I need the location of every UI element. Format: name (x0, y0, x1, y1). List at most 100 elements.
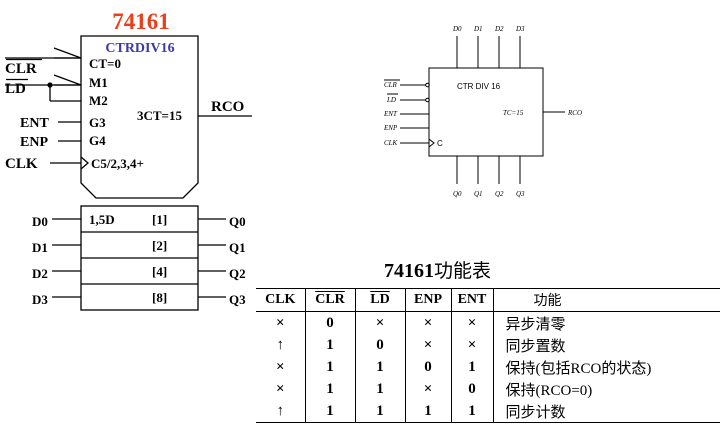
cell-clr: 0 (305, 311, 356, 334)
header-function: 功能 (493, 288, 720, 312)
table-row: × 1 1 × 0 保持(RCO=0) (256, 378, 720, 400)
right-in-ent: ENT (383, 110, 398, 118)
function-table-header: CLK CLR LD ENP ENT 功能 (256, 288, 720, 312)
right-out-q0: Q0 (453, 190, 462, 198)
header-enp: ENP (405, 288, 452, 312)
block-name: CTRDIV16 (105, 41, 174, 56)
data-qualifier-1: [1] (152, 212, 167, 227)
output-q3: Q3 (229, 292, 246, 307)
clk-label: CLK (5, 156, 38, 172)
enp-label: ENP (20, 135, 48, 150)
header-clk: CLK (256, 288, 306, 312)
cell-function: 保持(RCO=0) (505, 382, 593, 399)
function-table-title: 74161功能表 (384, 256, 491, 283)
ent-label: ENT (20, 116, 49, 131)
right-block-name: CTR DIV 16 (457, 82, 501, 91)
qualifier-m1: M1 (89, 75, 108, 90)
cell-clr: 1 (305, 334, 356, 356)
function-table: CLK CLR LD ENP ENT 功能 × 0 × × × 异步清零 ↑ 1… (256, 288, 720, 423)
cell-clk: ↑ (256, 400, 306, 423)
control-block-outline (80, 35, 199, 199)
right-clock-label: C (437, 139, 443, 148)
right-in-ld: LD (386, 96, 396, 104)
table-row: ↑ 1 1 1 1 同步计数 (256, 400, 720, 423)
ld-junction-dot (47, 82, 53, 88)
data-qualifier-load: 1,5D (89, 212, 115, 227)
qualifier-ct0: CT=0 (89, 56, 121, 71)
cell-function: 同步置数 (505, 338, 566, 355)
data-input-d3: D3 (32, 292, 48, 307)
right-out-q2: Q2 (495, 190, 504, 198)
part-number: 74161 (112, 9, 170, 34)
cell-ent: 1 (451, 356, 494, 378)
clr-label: CLR (5, 61, 37, 77)
carry-condition: 3CT=15 (137, 108, 182, 123)
function-table-title-code: 74161 (384, 260, 434, 282)
cell-function: 同步计数 (493, 400, 720, 423)
table-row: ↑ 1 0 × × 同步置数 (256, 334, 720, 356)
cell-ld: × (355, 311, 406, 334)
qualifier-m2: M2 (89, 93, 108, 108)
cell-function: 保持(包括RCO的状态) (505, 360, 652, 377)
cell-clk: ↑ (256, 334, 306, 356)
header-clr: CLR (305, 288, 356, 312)
cell-ent: 0 (451, 378, 494, 400)
right-top-d1: D1 (473, 25, 483, 33)
cell-ent: × (451, 334, 494, 356)
cell-clr: 1 (305, 356, 356, 378)
cell-ld: 1 (355, 378, 406, 400)
right-top-d3: D3 (515, 25, 525, 33)
right-top-d2: D2 (494, 25, 504, 33)
rco-label: RCO (211, 99, 244, 115)
right-carry-condition: TC=15 (503, 109, 524, 117)
output-q1: Q1 (229, 240, 246, 255)
cell-enp: 1 (405, 400, 452, 423)
qualifier-clock: C5/2,3,4+ (91, 156, 144, 171)
clock-arrow (80, 156, 89, 170)
ld-label: LD (5, 81, 26, 97)
right-in-clk: CLK (384, 139, 398, 147)
right-clock-arrow (428, 138, 435, 148)
header-ld: LD (355, 288, 406, 312)
data-qualifier-4: [4] (152, 264, 167, 279)
cell-ld: 0 (355, 334, 406, 356)
ld-negation-triangle (53, 74, 82, 86)
data-input-d0: D0 (32, 214, 48, 229)
table-row: × 0 × × × 异步清零 (256, 311, 720, 334)
cell-enp: 0 (405, 356, 452, 378)
cell-ent: 1 (451, 400, 494, 423)
output-q0: Q0 (229, 214, 246, 229)
right-top-d0: D0 (452, 25, 462, 33)
qualifier-g4: G4 (89, 133, 106, 148)
cell-clk: × (256, 356, 306, 378)
right-ld-bubble (425, 97, 430, 103)
data-input-d2: D2 (32, 266, 48, 281)
clr-negation-triangle (53, 47, 82, 59)
cell-function: 异步清零 (505, 316, 566, 333)
cell-enp: × (405, 334, 452, 356)
right-in-enp: ENP (383, 124, 398, 132)
right-out-q1: Q1 (474, 190, 483, 198)
cell-ld: 1 (355, 400, 406, 423)
cell-enp: × (405, 378, 452, 400)
data-input-d1: D1 (32, 240, 48, 255)
data-qualifier-8: [8] (152, 290, 167, 305)
right-rco-label: RCO (567, 109, 582, 117)
right-out-q3: Q3 (516, 190, 525, 198)
output-q2: Q2 (229, 266, 246, 281)
table-row: × 1 1 0 1 保持(包括RCO的状态) (256, 356, 720, 378)
function-table-title-text: 功能表 (434, 261, 492, 282)
cell-ld: 1 (355, 356, 406, 378)
cell-clr: 1 (305, 400, 356, 423)
cell-ent: × (451, 311, 494, 334)
cell-enp: × (405, 311, 452, 334)
header-ent: ENT (451, 288, 494, 312)
right-clr-bubble (425, 82, 430, 88)
cell-clr: 1 (305, 378, 356, 400)
cell-clk: × (256, 311, 306, 334)
data-qualifier-2: [2] (152, 238, 167, 253)
qualifier-g3: G3 (89, 115, 106, 130)
cell-clk: × (256, 378, 306, 400)
right-in-clr: CLR (384, 81, 398, 89)
